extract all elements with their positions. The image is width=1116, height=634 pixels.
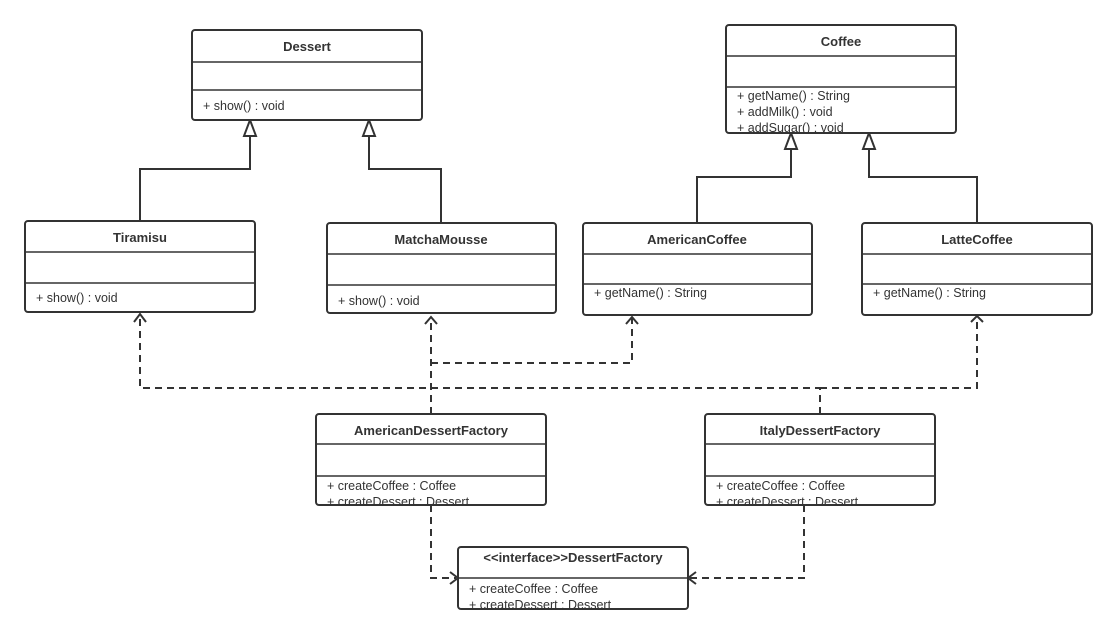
class-coffee[interactable]: Coffee + getName() : String + addMilk() … [725, 24, 957, 135]
dependency-americanfactory-matcha-americancoffee [424, 315, 639, 414]
class-italydessertfactory[interactable]: ItalyDessertFactory + createCoffee : Cof… [704, 413, 936, 509]
class-method: + getName() : String [594, 286, 707, 300]
interface-method: + createDessert : Dessert [469, 598, 612, 612]
class-method: + addMilk() : void [737, 105, 833, 119]
inheritance-arrowhead-icon [861, 130, 877, 150]
inheritance-matchamousse-dessert [361, 117, 442, 223]
class-matchamousse[interactable]: MatchaMousse + show() : void [326, 222, 557, 314]
class-method: + getName() : String [737, 89, 850, 103]
class-tiramisu[interactable]: Tiramisu + show() : void [24, 220, 256, 313]
class-name: Dessert [283, 39, 331, 54]
class-method: + createCoffee : Coffee [716, 479, 845, 493]
class-name: ItalyDessertFactory [760, 423, 881, 438]
inheritance-lattecoffee-coffee [861, 130, 978, 223]
inheritance-arrowhead-icon [783, 130, 799, 150]
dependency-arrowhead-icon [970, 314, 984, 323]
class-method: + show() : void [338, 294, 420, 308]
class-method: + getName() : String [873, 286, 986, 300]
class-americancoffee[interactable]: AmericanCoffee + getName() : String [582, 222, 813, 316]
class-name: LatteCoffee [941, 232, 1013, 247]
class-method: + createDessert : Dessert [327, 495, 470, 509]
dependency-arrowhead-icon [133, 312, 147, 323]
inheritance-americancoffee-coffee [696, 130, 799, 223]
interface-dessertfactory[interactable]: <<interface>>DessertFactory + createCoff… [457, 546, 689, 612]
class-method: + createDessert : Dessert [716, 495, 859, 509]
dependency-arrowhead-icon [625, 315, 639, 325]
class-name: AmericanDessertFactory [354, 423, 509, 438]
class-name: MatchaMousse [394, 232, 487, 247]
class-name: Tiramisu [113, 230, 167, 245]
class-name: AmericanCoffee [647, 232, 747, 247]
class-lattecoffee[interactable]: LatteCoffee + getName() : String [861, 222, 1093, 316]
inheritance-arrowhead-icon [242, 117, 258, 137]
dependency-arrowhead-icon [424, 315, 438, 325]
class-dessert[interactable]: Dessert + show() : void [191, 29, 423, 121]
inheritance-tiramisu-dessert [139, 117, 258, 221]
dependency-italyfactory-tiramisu-latte [133, 312, 984, 414]
class-method: + createCoffee : Coffee [327, 479, 456, 493]
class-method: + addSugar() : void [737, 121, 844, 135]
class-method: + show() : void [36, 291, 118, 305]
class-method: + show() : void [203, 99, 285, 113]
class-americandessertfactory[interactable]: AmericanDessertFactory + createCoffee : … [315, 413, 547, 509]
inheritance-arrowhead-icon [361, 117, 377, 137]
interface-method: + createCoffee : Coffee [469, 582, 598, 596]
interface-name: <<interface>>DessertFactory [483, 550, 663, 565]
class-name: Coffee [821, 34, 861, 49]
